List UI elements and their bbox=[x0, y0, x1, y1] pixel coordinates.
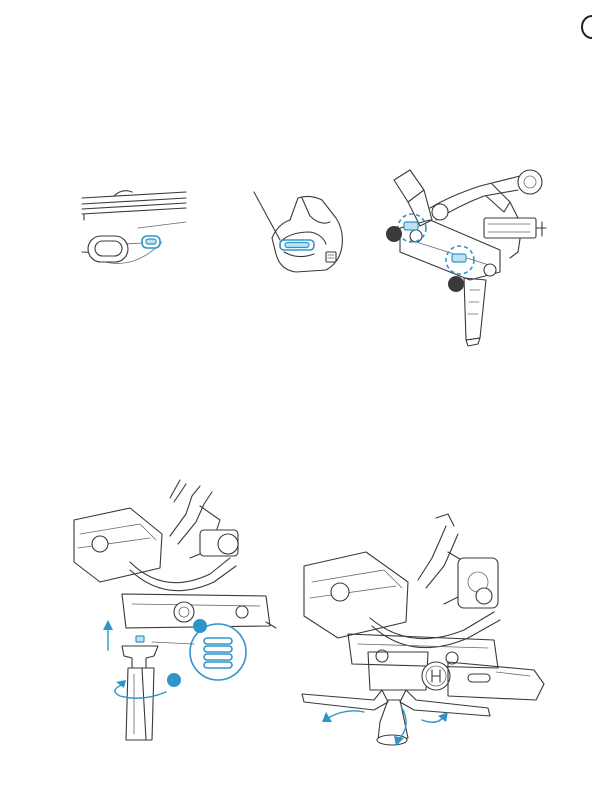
callout-dot-1 bbox=[386, 226, 402, 242]
callout-dot-1 bbox=[193, 619, 207, 633]
callout-dot-2 bbox=[448, 276, 464, 292]
figure-gimbal-locks bbox=[380, 162, 550, 352]
figure-handle-buttons bbox=[250, 190, 350, 278]
figure-attach-grip bbox=[70, 478, 280, 748]
figure-release-lever bbox=[78, 178, 190, 270]
page-number-fragment bbox=[580, 14, 592, 40]
figure-tripod-legs bbox=[298, 512, 548, 752]
callout-dot-2 bbox=[167, 673, 181, 687]
